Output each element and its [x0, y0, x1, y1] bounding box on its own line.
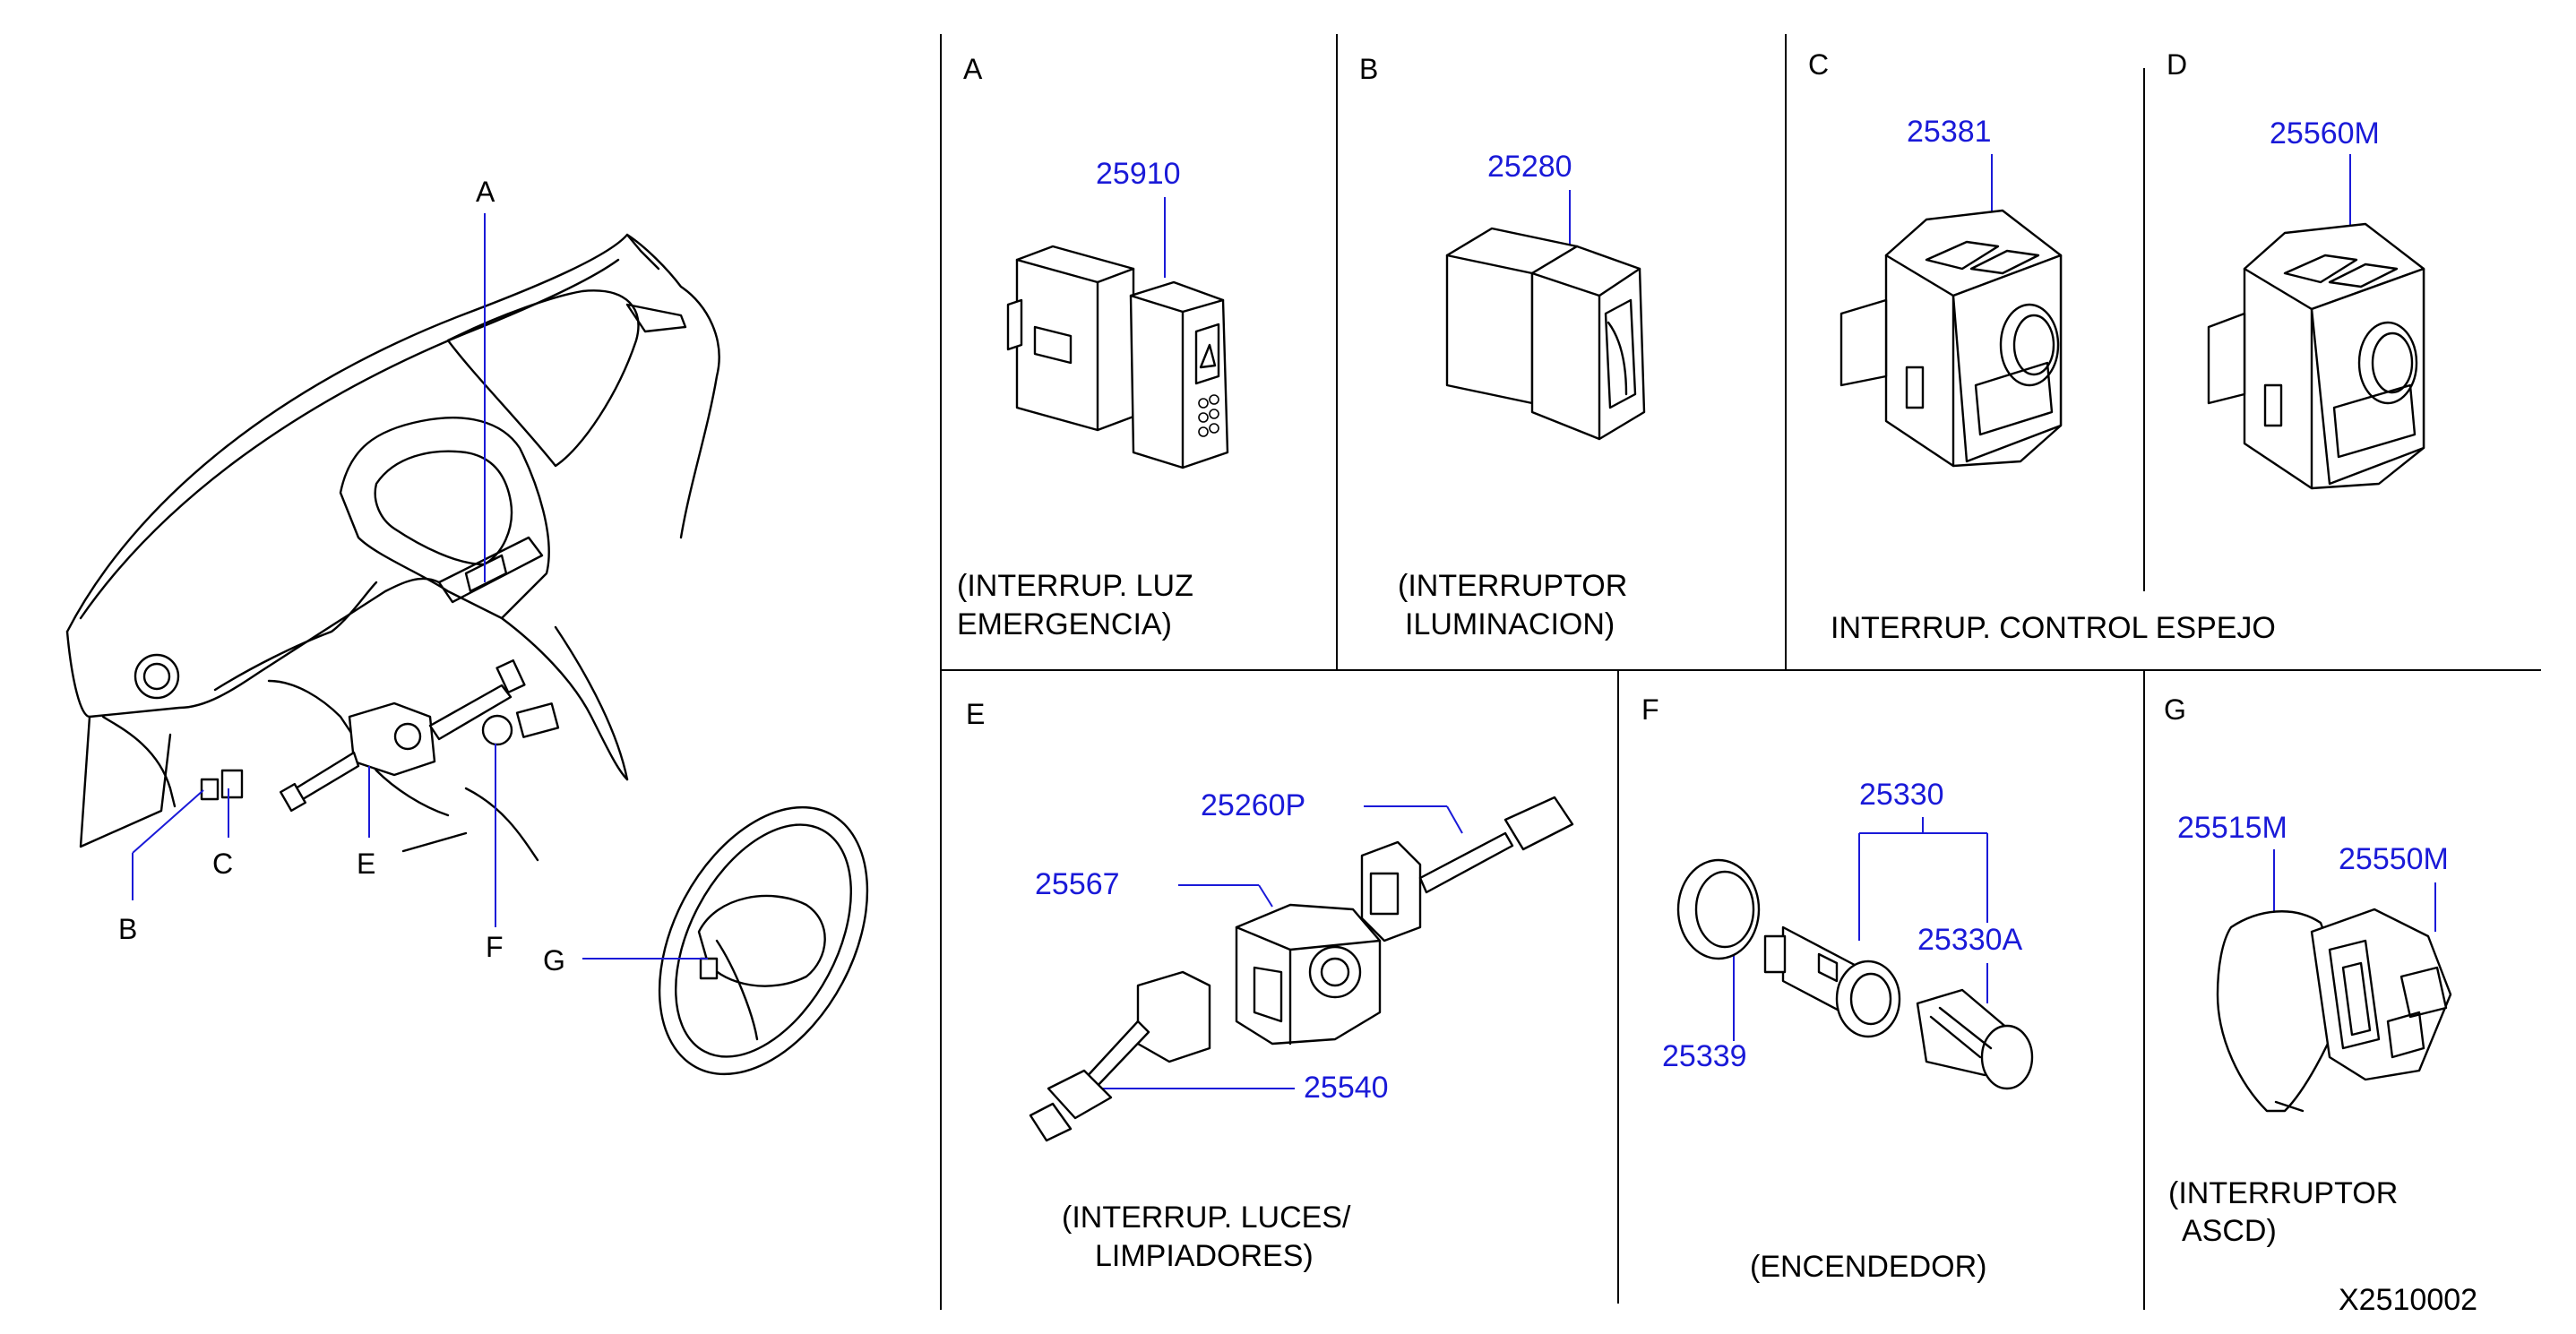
panel-g-part-number-25550m: 25550M: [2339, 842, 2449, 876]
panel-c-part-number: 25381: [1907, 115, 1992, 149]
panel-frame: [940, 34, 2541, 1310]
hazard-switch-illustration: [1006, 245, 1229, 469]
panel-e-part-number-25567: 25567: [1035, 867, 1120, 901]
ascd-switch-illustration: [2216, 908, 2452, 1113]
panel-a-caption-line1: (INTERRUP. LUZ: [957, 569, 1193, 603]
illumination-switch-illustration: [1445, 227, 1646, 441]
light-wiper-combination-switch-illustration: [1029, 796, 1574, 1142]
cigarette-lighter-illustration: [1676, 858, 2034, 1090]
overview-callout-b: B: [118, 913, 137, 945]
panel-a-part-number: 25910: [1096, 157, 1181, 191]
panel-e-caption-line2: LIMPIADORES): [1095, 1239, 1314, 1273]
panel-d-letter: D: [2167, 48, 2187, 81]
panel-f-caption: (ENCENDEDOR): [1750, 1250, 1986, 1284]
overview-leaders: [132, 213, 708, 960]
panel-f-part-number-25339: 25339: [1662, 1039, 1747, 1073]
panel-cd-caption: INTERRUP. CONTROL ESPEJO: [1831, 611, 2276, 645]
panel-d-part-number: 25560M: [2270, 116, 2380, 151]
panel-b-letter: B: [1359, 53, 1378, 85]
panel-a-letter: A: [963, 53, 983, 85]
overview-callout-c: C: [212, 848, 233, 880]
panel-f-part-number-25330: 25330: [1859, 778, 1944, 812]
panel-f-letter: F: [1641, 693, 1659, 726]
overview-callout-e: E: [357, 848, 375, 880]
panel-a-caption-line2: EMERGENCIA): [957, 607, 1172, 641]
panel-f-part-number-25330a: 25330A: [1917, 923, 2023, 957]
panel-e-part-number-25540: 25540: [1304, 1071, 1389, 1105]
overview-callout-f: F: [486, 931, 504, 963]
panel-e-letter: E: [966, 698, 985, 730]
overview-callout-g: G: [543, 944, 565, 977]
panel-g-caption-line1: (INTERRUPTOR: [2168, 1176, 2398, 1210]
panel-e-caption-line1: (INTERRUP. LUCES/: [1062, 1201, 1351, 1235]
panel-g-part-number-25515m: 25515M: [2177, 811, 2287, 845]
mirror-control-switch-c-illustration: [1839, 209, 2063, 468]
panel-b-caption-line2: ILUMINACION): [1405, 607, 1615, 641]
panel-e-part-number-25260p: 25260P: [1201, 788, 1305, 822]
diagram-code: X2510002: [2339, 1283, 2477, 1317]
mirror-control-switch-d-illustration: [2207, 222, 2425, 490]
overview-callout-a: A: [476, 176, 495, 208]
panel-g-caption-line2: ASCD): [2182, 1214, 2277, 1248]
panel-g-letter: G: [2164, 693, 2186, 726]
panel-b-part-number: 25280: [1487, 150, 1572, 184]
panel-c-letter: C: [1808, 48, 1829, 81]
dashboard-overview-illustration: [65, 233, 869, 1076]
panel-b-caption-line1: (INTERRUPTOR: [1398, 569, 1627, 603]
